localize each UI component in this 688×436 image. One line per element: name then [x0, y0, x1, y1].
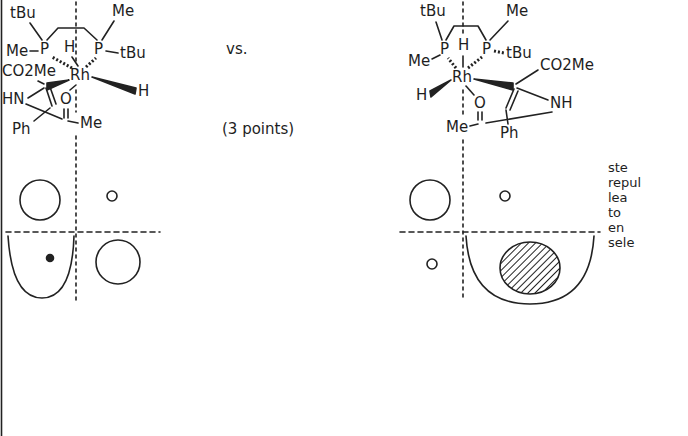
bond [510, 91, 518, 110]
bond [102, 21, 114, 40]
quadrant-circle [410, 180, 450, 220]
quadrant-pocket [8, 236, 74, 298]
quadrant-circle [427, 259, 437, 269]
bond [477, 112, 479, 120]
bond [470, 124, 478, 126]
atom-label: Me [6, 44, 28, 59]
atom-label: O [474, 96, 486, 111]
atom-label: Me [446, 120, 468, 135]
bond [63, 109, 65, 118]
bond [490, 21, 508, 40]
group-label: CO2Me [2, 64, 56, 79]
points-note: (3 points) [222, 122, 294, 137]
symmetry-axis [75, 2, 77, 62]
hashed-bond [448, 58, 456, 68]
bond [38, 81, 44, 84]
atom-label: tBu [120, 46, 146, 61]
bond [72, 57, 78, 66]
bond [50, 87, 56, 104]
bond [481, 112, 483, 120]
symmetry-axis [75, 136, 77, 300]
group-label: HN [2, 92, 25, 107]
bond [68, 121, 78, 123]
bond [516, 70, 538, 84]
atom-label: P [482, 42, 491, 57]
bond [30, 50, 38, 52]
wedge-bond [92, 77, 136, 94]
bond [517, 88, 548, 100]
bond [462, 56, 464, 67]
bond [28, 88, 44, 98]
quadrant-circle [20, 180, 60, 220]
quadrant-circle [96, 240, 140, 284]
atom-label: Me [112, 4, 134, 19]
quadrant-dot [47, 255, 54, 262]
hatched-clash [500, 242, 560, 294]
atom-label: O [60, 92, 72, 107]
group-label: Ph [12, 122, 31, 137]
symmetry-axis [462, 140, 464, 300]
quadrant-circle [107, 191, 117, 201]
margin-note: ste repul lea to en sele [608, 160, 641, 250]
group-label: Ph [500, 126, 519, 141]
symmetry-axis [75, 90, 77, 112]
bond [436, 22, 442, 40]
atom-label: Me [80, 116, 102, 131]
atom-label: H [138, 84, 149, 99]
bond [70, 85, 76, 90]
metal-label: Rh [452, 70, 472, 85]
atom-label: tBu [420, 4, 446, 19]
wedge-bond [474, 79, 513, 90]
hashed-bond [494, 51, 504, 53]
wedge-bond [430, 80, 451, 97]
bond [30, 23, 42, 40]
quadrant-circle [500, 191, 510, 201]
atom-label: Me [408, 54, 430, 69]
bond [26, 104, 62, 119]
atom-label: tBu [506, 46, 532, 61]
bond [506, 110, 508, 124]
symmetry-axis [462, 2, 464, 34]
atom-label: H [458, 38, 469, 53]
bond [432, 55, 440, 59]
atom-label: P [94, 42, 103, 57]
atom-label: H [416, 88, 427, 103]
atom-label: H [64, 40, 75, 55]
bond [106, 51, 118, 53]
group-label: CO2Me [540, 58, 594, 73]
atom-label: P [40, 42, 49, 57]
quadrant-line [6, 231, 160, 233]
atom-label: Me [506, 4, 528, 19]
atom-label: tBu [10, 6, 36, 21]
quadrant-pocket [466, 236, 594, 304]
metal-label: Rh [70, 68, 90, 83]
bond [466, 86, 474, 95]
group-label: NH [550, 96, 573, 111]
symmetry-axis [462, 90, 464, 116]
bridge-bond [47, 28, 97, 40]
bond [486, 112, 552, 123]
atom-label: P [440, 42, 449, 57]
hashed-bond [86, 58, 96, 67]
quadrant-line [400, 231, 600, 233]
bond [67, 109, 69, 118]
hashed-bond [468, 57, 482, 68]
comparison-word: vs. [226, 42, 247, 57]
